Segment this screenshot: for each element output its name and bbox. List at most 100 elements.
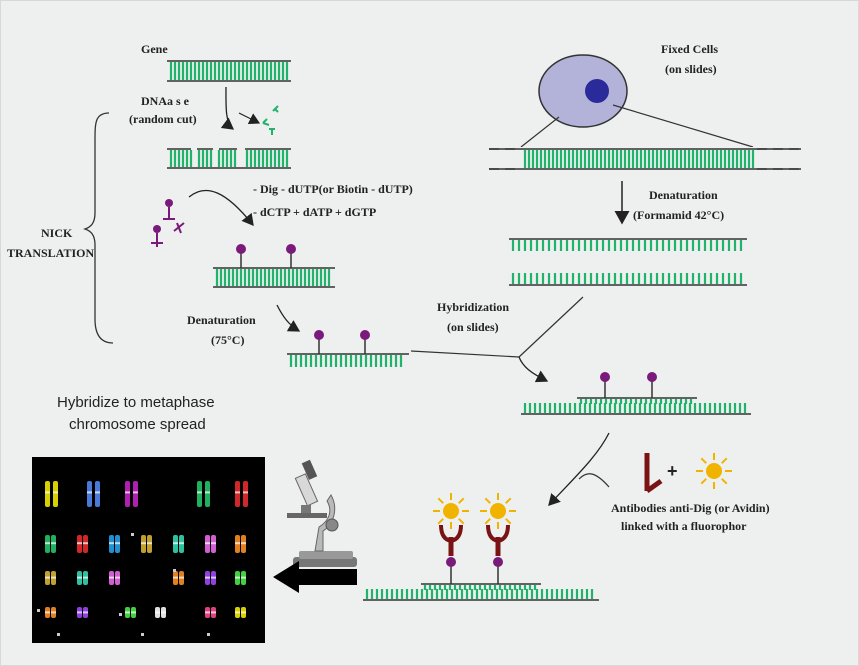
nucleus-icon [585, 79, 609, 103]
fluor-ray [505, 497, 512, 504]
dig-label-dot [600, 372, 610, 382]
chromosome-band [45, 542, 50, 545]
cut-fragments-icon [262, 105, 279, 135]
fluor-ray [437, 497, 444, 504]
target-chromosomal-dna [489, 147, 801, 171]
chromosome-band [147, 542, 152, 545]
gene-dna-strand [167, 60, 291, 82]
chromosome-karyotype [37, 481, 248, 636]
chromosome-band [235, 542, 240, 545]
chromosome-band [109, 576, 114, 579]
fixed-cells-label: Fixed Cells [661, 42, 718, 56]
dig-label-dot [647, 372, 657, 382]
chromosome-band [211, 576, 216, 579]
chromosome-band [125, 491, 130, 494]
chromosome-band [241, 542, 246, 545]
fluor-ray [484, 497, 491, 504]
fluor-core [706, 463, 722, 479]
chromosome-band [133, 491, 138, 494]
dnaase-label: DNAa s e [141, 94, 190, 108]
chromosome-band [243, 491, 248, 494]
chromosome-band [109, 542, 114, 545]
hybridization-label: Hybridization [437, 300, 509, 314]
chromosome-band [87, 491, 92, 494]
random-cut-label: (random cut) [129, 112, 197, 126]
chromosome-band [53, 491, 58, 494]
dig-label-dot [236, 244, 246, 254]
chromosome-band [131, 611, 136, 614]
chromosome-speck [119, 613, 122, 616]
antibody-icon [644, 453, 663, 494]
chromosome-band [173, 542, 178, 545]
chromosome-band [83, 611, 88, 614]
zoom-line-right [612, 104, 754, 148]
chromosome-band [83, 576, 88, 579]
chromosome-band [77, 611, 82, 614]
chromosome-band [45, 576, 50, 579]
dnaase-arrow [220, 86, 235, 130]
labeled-dna-strand [213, 244, 335, 288]
dctp-label: - dCTP + dATP + dGTP [253, 205, 376, 219]
temp-75-label: (75°C) [211, 333, 244, 347]
fluor-core [490, 503, 506, 519]
chromosome-band [161, 611, 166, 614]
dig-label-dot [360, 330, 370, 340]
chromosome-band [77, 576, 82, 579]
denaturation-75-label: Denaturation [187, 313, 256, 327]
chromosome-band [45, 491, 50, 494]
chromosome [45, 481, 50, 507]
free-nucleotides-icon [151, 199, 185, 247]
zoom-line-left [520, 116, 560, 148]
plus-sign: + [667, 461, 678, 481]
chromosome-band [205, 576, 210, 579]
chromosome [53, 481, 58, 507]
dnaase-side-arrow [238, 112, 261, 125]
fluor-ray [505, 518, 512, 525]
dig-label-dot [446, 557, 456, 567]
nucleotide-arrow [188, 189, 254, 227]
fluor-ray [484, 518, 491, 525]
fluor-ray [458, 497, 465, 504]
translation-label: TRANSLATION [7, 246, 94, 260]
chromosome-band [205, 491, 210, 494]
chromosome-band [155, 611, 160, 614]
denaturation-42-label: Denaturation [649, 188, 718, 202]
chromosome-band [115, 542, 120, 545]
chromosome-speck [57, 633, 60, 636]
fluor-ray [437, 518, 444, 525]
chromosome-speck [37, 609, 40, 612]
antibody-side-line [578, 473, 610, 488]
chromosome-band [95, 491, 100, 494]
nick-translation-brace [82, 112, 114, 344]
chromosome-band [179, 576, 184, 579]
chromosome-band [83, 542, 88, 545]
fluor-ray [700, 478, 707, 485]
chromosome-band [235, 611, 240, 614]
temp-42-label: (Formamid 42°C) [633, 208, 724, 222]
chromosome-band [141, 542, 146, 545]
chromosome [87, 481, 92, 507]
dig-label-dot [493, 557, 503, 567]
chromosome-band [45, 611, 50, 614]
chromosome-band [211, 611, 216, 614]
chromosome-speck [173, 569, 176, 572]
chromosome-band [205, 542, 210, 545]
nicked-dna-strand [167, 148, 291, 169]
fluor-ray [721, 457, 728, 464]
target-to-hyb-line [518, 296, 584, 358]
hybridize-label-line1: Hybridize to metaphase [57, 394, 215, 411]
hyb-on-slides-label: (on slides) [447, 320, 499, 334]
chromosome-band [77, 542, 82, 545]
big-left-arrow-icon [273, 561, 357, 593]
chromosome-band [241, 611, 246, 614]
dig-label-dot [314, 330, 324, 340]
chromosome-band [235, 576, 240, 579]
chromosome-speck [207, 633, 210, 636]
dig-label-dot [286, 244, 296, 254]
denat-75-arrow [276, 304, 301, 332]
chromosome-band [205, 611, 210, 614]
hybridization-arrow [518, 356, 549, 383]
chromosome-band [115, 576, 120, 579]
